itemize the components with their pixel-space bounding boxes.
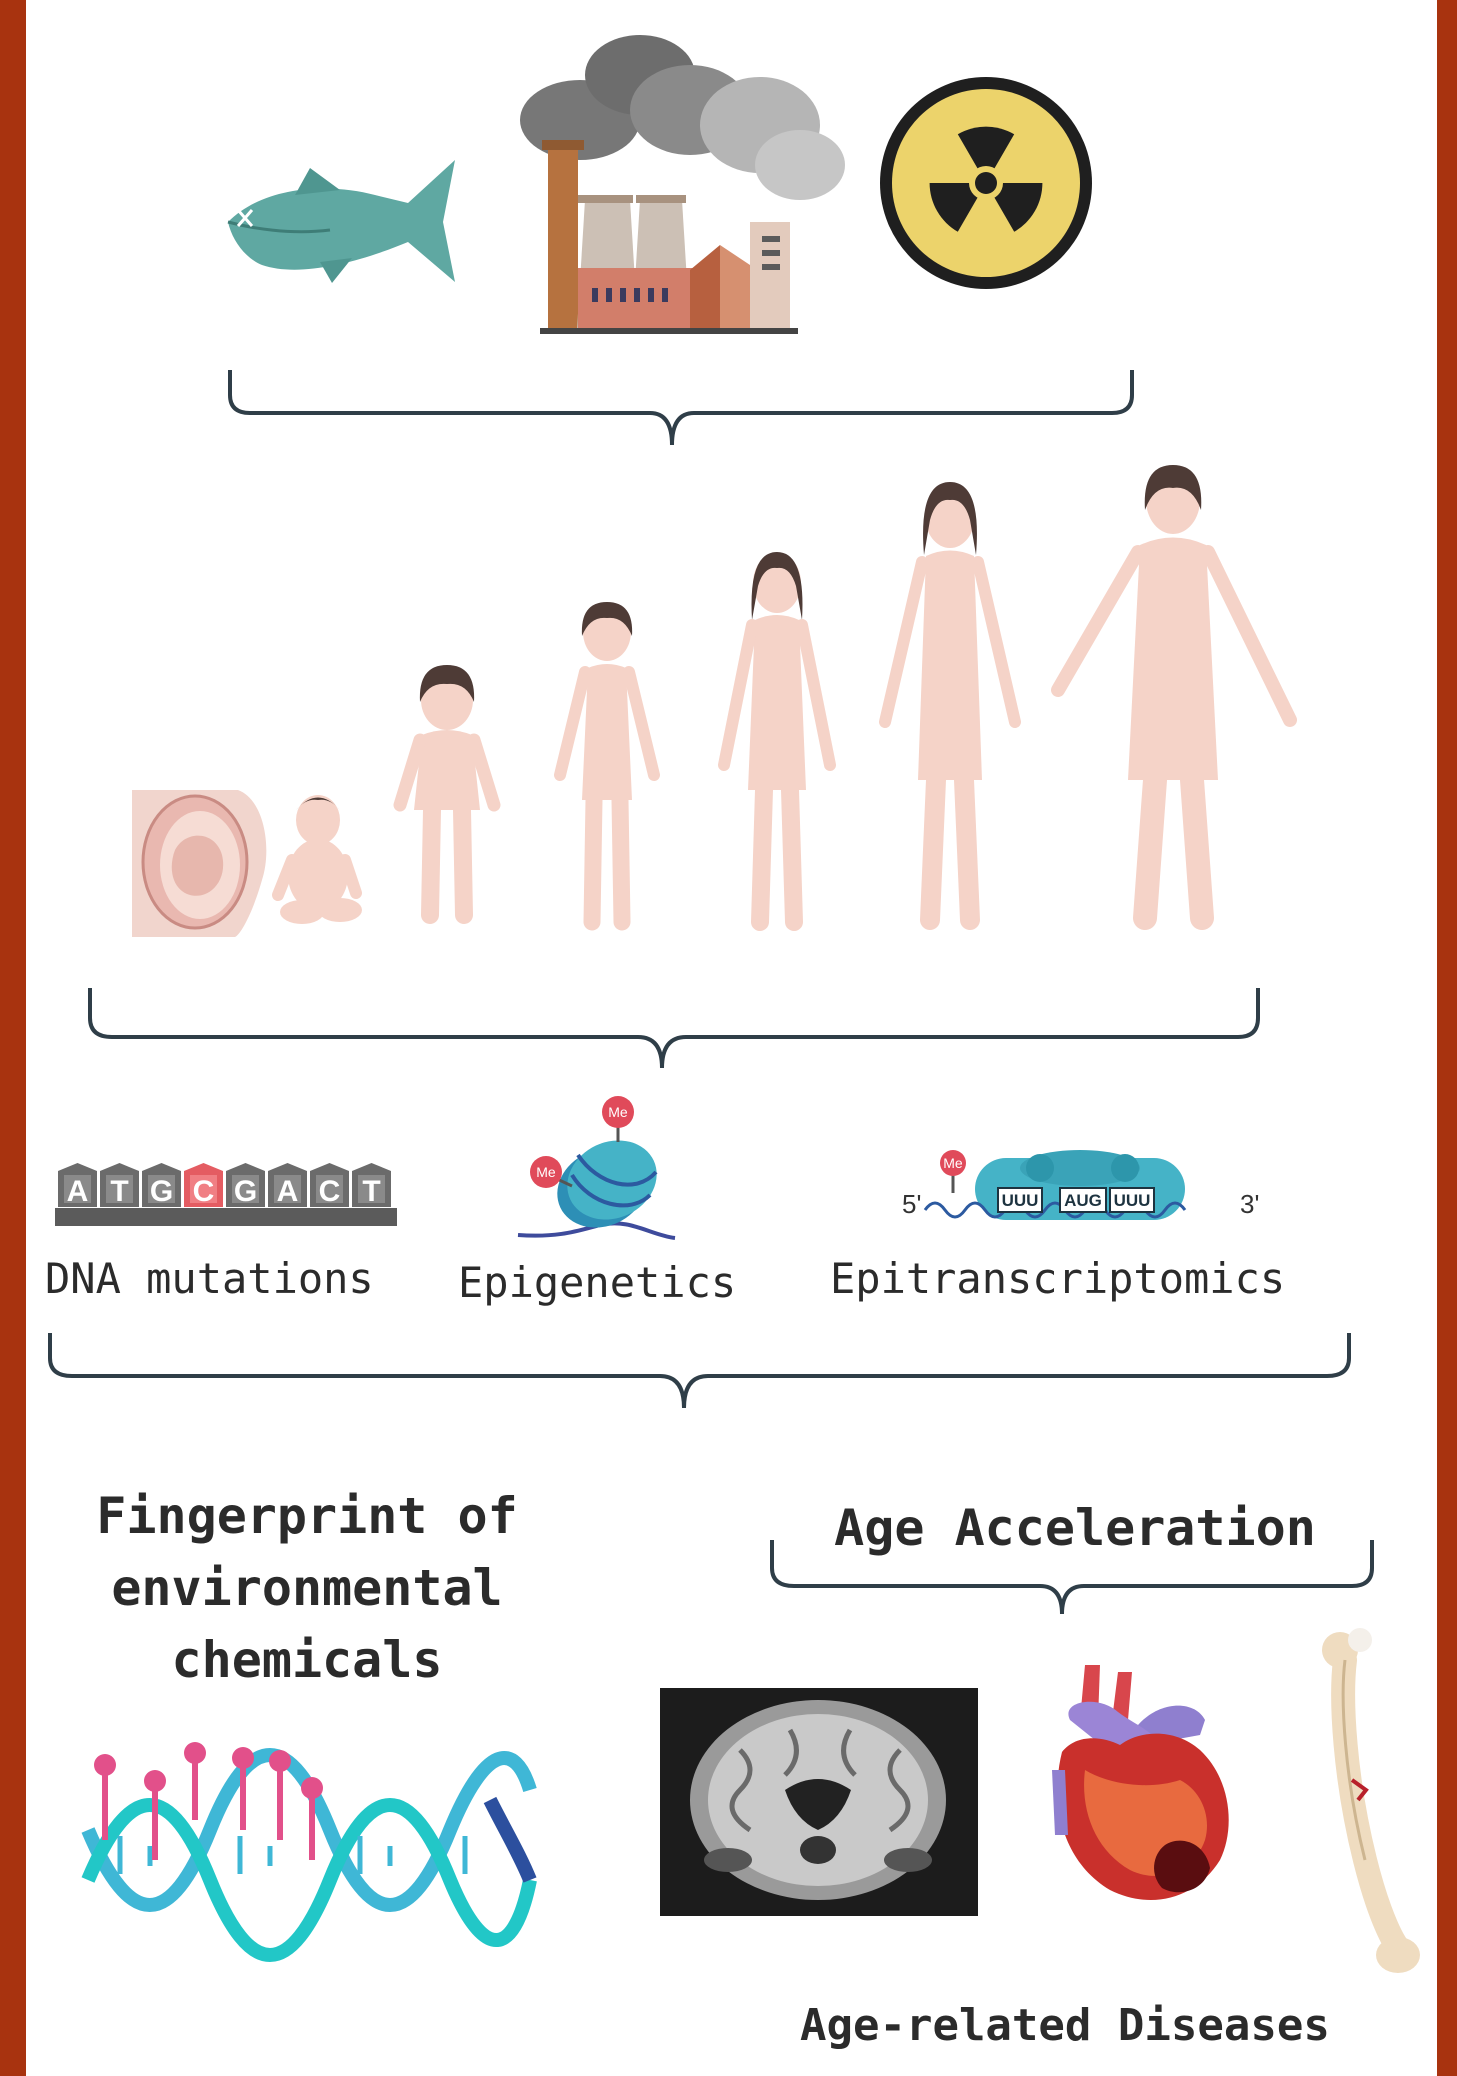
dna-base-letter: T — [362, 1175, 380, 1208]
codon-label: UUU — [1114, 1191, 1151, 1210]
epigenetics-label: Epigenetics — [458, 1258, 736, 1307]
radiation-icon — [880, 77, 1092, 289]
toddler-figure — [400, 665, 494, 915]
dna-base-letter: C — [193, 1175, 215, 1208]
codon-boxes: UUU AUG UUU — [998, 1188, 1154, 1212]
adult-figure — [1058, 465, 1290, 918]
dna-base-letter: A — [277, 1175, 299, 1208]
baby-figure — [278, 795, 362, 924]
fetus-icon — [132, 790, 266, 937]
methyl-tag-label: Me — [536, 1164, 556, 1180]
nucleosome-icon: Me Me — [518, 1096, 675, 1242]
teen-figure — [885, 482, 1015, 920]
brain-mri-icon — [660, 1688, 978, 1916]
dna-mutations-label: DNA mutations — [45, 1254, 374, 1303]
codon-label: AUG — [1064, 1191, 1102, 1210]
age-acceleration-label: Age Acceleration — [795, 1492, 1355, 1564]
brace-lifespan — [90, 988, 1258, 1068]
methylated-dna-icon — [88, 1742, 530, 1955]
fingerprint-line-1: Fingerprint of — [62, 1480, 552, 1552]
brace-exposures — [230, 370, 1132, 445]
methyl-tag-label: Me — [608, 1104, 628, 1120]
fingerprint-title: Fingerprint of environmental chemicals — [62, 1480, 552, 1696]
fingerprint-line-2: environmental — [62, 1552, 552, 1624]
age-related-diseases-label: Age-related Diseases — [800, 2000, 1330, 2051]
fingerprint-line-3: chemicals — [62, 1624, 552, 1696]
dna-base-letter: T — [110, 1175, 128, 1208]
dna-base-letter: A — [67, 1175, 89, 1208]
dna-base-letter: G — [234, 1175, 257, 1208]
child-figure — [560, 602, 654, 922]
human-growth-stages-icon — [278, 465, 1290, 924]
heart-icon — [1052, 1665, 1229, 1900]
codon-label: UUU — [1002, 1191, 1039, 1210]
dead-fish-icon — [228, 160, 455, 283]
preteen-figure — [724, 552, 830, 922]
dna-base-letter: C — [319, 1175, 341, 1208]
methyl-tag-label: Me — [943, 1155, 963, 1171]
brace-molecular — [50, 1333, 1349, 1408]
five-prime-label: 5' — [902, 1189, 921, 1219]
epitranscriptomics-label: Epitranscriptomics — [830, 1254, 1285, 1303]
three-prime-label: 3' — [1240, 1189, 1259, 1219]
mrna-icon: UUU AUG UUU 5' 3' Me — [902, 1150, 1259, 1220]
bone-icon — [1322, 1628, 1420, 1973]
factory-icon — [520, 35, 845, 334]
dna-base-letter: G — [150, 1175, 173, 1208]
